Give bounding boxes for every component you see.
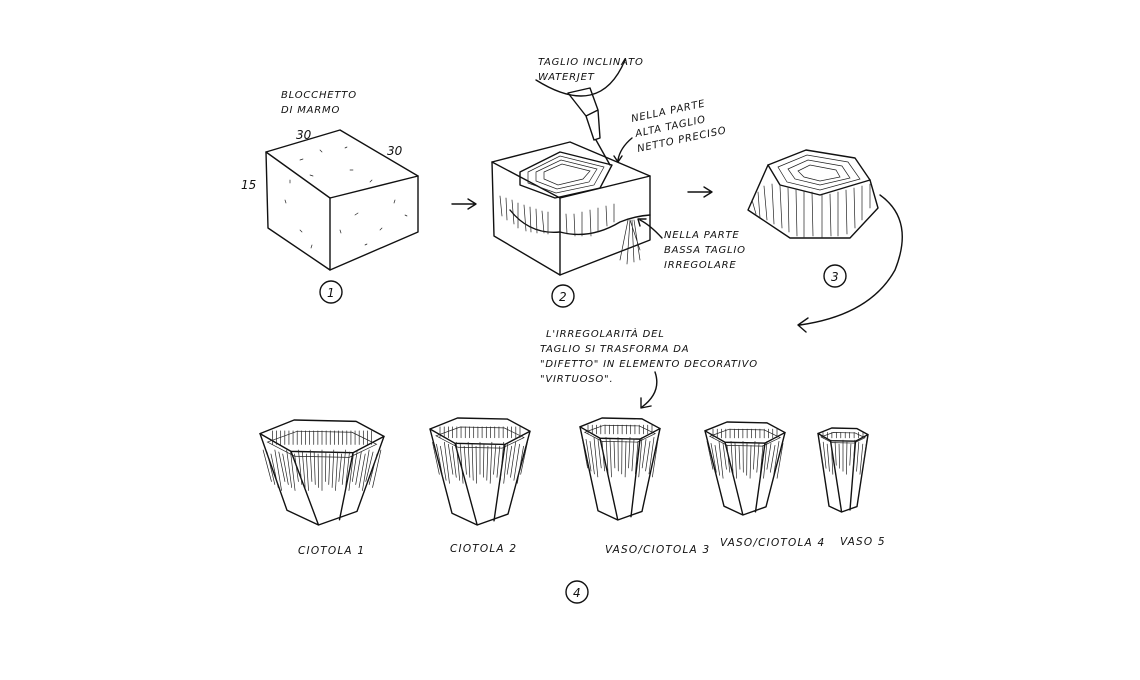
dimension-depth: 30 [387,144,403,158]
note-line1: L'IRREGOLARITÀ DEL [546,327,665,340]
bottom-note-line2: BASSA TAGLIO [664,245,746,256]
dimension-width: 30 [296,128,312,142]
tool-label-line2: WATERJET [538,72,595,83]
step2-number: 2 [559,290,567,304]
note-line4: "VIRTUOSO". [540,374,613,385]
tool-label-line1: TAGLIO INCLINATO [538,57,644,68]
step4-vessels [259,417,869,526]
arrow-right-icon [687,186,713,198]
vessel [704,421,786,516]
bottom-note-line1: NELLA PARTE [664,230,740,241]
step4-number: 4 [573,586,581,600]
block-label-line2: DI MARMO [281,105,340,116]
vessel-label: VASO/CIOTOLA 4 [720,537,825,549]
tool-callout-curve [535,59,626,97]
vessel [579,417,661,521]
vessel-label: VASO/CIOTOLA 3 [605,544,710,556]
vessel-label: VASO 5 [840,536,886,548]
step3-cut-piece: 3 [747,149,903,333]
block-label-line1: BLOCCHETTO [281,90,357,101]
vessel [259,419,385,526]
arrow-right-icon [451,198,477,210]
vessel-label: CIOTOLA 1 [298,545,365,557]
note-line3: "DIFETTO" IN ELEMENTO DECORATIVO [540,359,758,370]
waterjet-nozzle-icon [567,87,611,166]
curved-arrow-icon [640,371,658,409]
step1-number-circle [319,280,343,304]
vessel [817,427,869,513]
step1-number: 1 [327,286,335,300]
step1-marble-block: BLOCCHETTO DI MARMO 30 30 15 1 [241,90,419,304]
note-irregularity: L'IRREGOLARITÀ DEL TAGLIO SI TRASFORMA D… [540,327,758,409]
vessel [429,417,531,526]
dimension-height: 15 [241,178,256,192]
step3-number: 3 [831,270,839,284]
step4-labels: CIOTOLA 1 CIOTOLA 2 VASO/CIOTOLA 3 VASO/… [298,536,886,604]
note-line2: TAGLIO SI TRASFORMA DA [540,344,689,355]
step4-number-circle [565,580,589,604]
step3-number-circle [823,264,847,288]
curved-arrow-icon [797,194,903,333]
vessel-label: CIOTOLA 2 [450,543,517,555]
bottom-note-line3: IRREGOLARE [664,260,736,271]
step2-number-circle [551,284,575,308]
step2-waterjet-cut: TAGLIO INCLINATO WATERJET NELLA PARTE AL… [491,57,746,308]
